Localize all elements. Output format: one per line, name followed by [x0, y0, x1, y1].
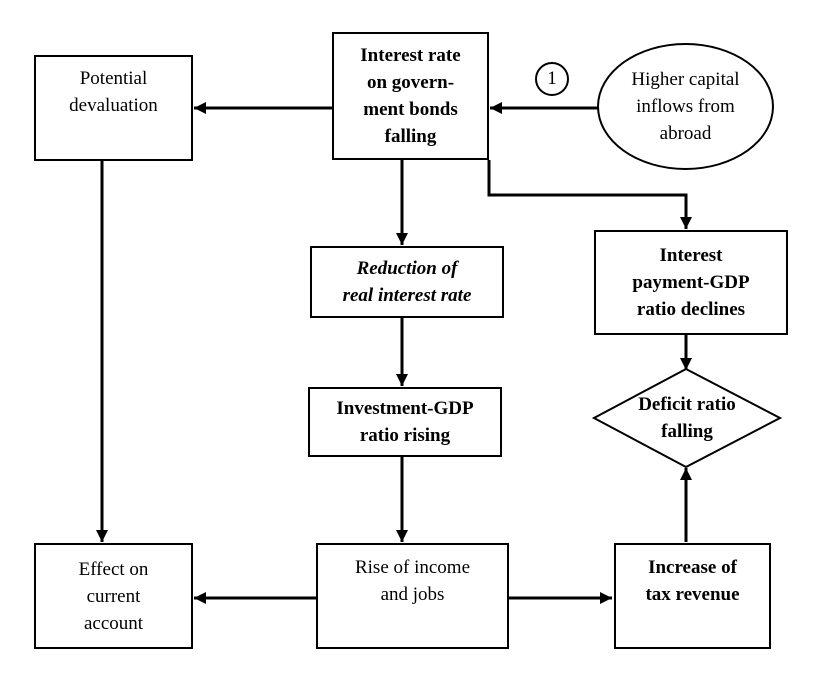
node-text-line: payment-GDP	[632, 272, 750, 293]
node-text-line: account	[83, 612, 144, 634]
step-number-marker: 1	[535, 62, 569, 96]
deficit-diamond	[591, 367, 783, 469]
tax-box: Increase of tax revenue	[614, 543, 771, 649]
node-text-line: tax revenue	[645, 584, 740, 605]
node-text-line: devaluation	[69, 95, 158, 116]
node-text-line: falling	[661, 421, 713, 442]
reduction-box: Reduction of real interest rate	[310, 246, 504, 318]
potential-devaluation-box: Potential devaluation	[34, 55, 193, 161]
node-text-line: inflows from	[636, 96, 735, 117]
node-text-line: real interest rate	[342, 285, 472, 306]
node-text-line: ment bonds	[363, 99, 458, 120]
node-text-line: falling	[384, 126, 437, 147]
investment-box: Investment-GDP ratio rising	[308, 387, 502, 457]
node-text-line: Effect on	[78, 558, 149, 580]
node-text-line: ratio rising	[359, 425, 451, 446]
node-text-line: Deficit ratio	[638, 394, 736, 415]
step-number-label: 1	[547, 68, 557, 89]
node-text-line: Increase of	[648, 557, 737, 578]
node-text-line: ratio declines	[636, 299, 746, 320]
higher-capital-ellipse: Higher capital inflows from abroad	[597, 43, 774, 170]
node-text-line: Rise of income	[354, 557, 471, 578]
node-text-line: Reduction of	[356, 258, 458, 279]
node-text-line: Interest rate	[360, 45, 461, 66]
interest-rate-box: Interest rate on govern- ment bonds fall…	[332, 32, 489, 160]
node-text-line: on govern-	[366, 72, 455, 93]
arrow-interest-to-payment	[487, 160, 692, 229]
node-text-line: Investment-GDP	[336, 398, 474, 419]
node-text-line: Higher capital	[631, 69, 740, 90]
effect-box: Effect on current account	[34, 543, 193, 649]
node-text-line: current	[86, 585, 141, 607]
node-text-line: Interest	[659, 245, 723, 266]
node-text-line: abroad	[659, 123, 712, 144]
rise-box: Rise of income and jobs	[316, 543, 509, 649]
node-text-line: Potential	[79, 68, 148, 89]
deficit-label: Deficit ratio falling	[594, 369, 780, 467]
interest-payment-box: Interest payment-GDP ratio declines	[594, 230, 788, 335]
node-text-line: and jobs	[380, 584, 445, 605]
